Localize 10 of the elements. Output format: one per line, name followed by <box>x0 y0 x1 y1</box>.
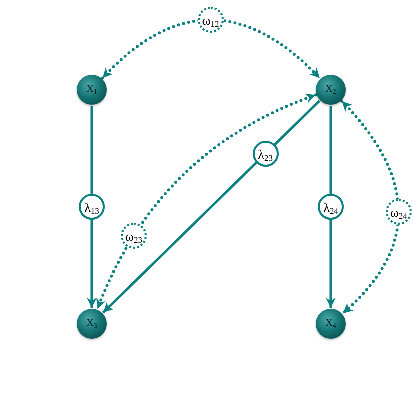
edge-label: λ$_{24}$ <box>318 194 344 220</box>
edge-label: ω$_{23}$ <box>120 223 147 250</box>
dotted-double-arrow <box>101 18 322 80</box>
edge-label: λ$_{23}$ <box>252 141 279 168</box>
arrow <box>87 106 97 308</box>
edge-label: ω$_{24}$ <box>386 199 412 226</box>
dotted-double-arrow <box>340 100 400 316</box>
edge-label: ω$_{12}$ <box>198 7 224 34</box>
arrow <box>326 106 336 308</box>
edge-label: λ$_{13}$ <box>79 194 105 220</box>
